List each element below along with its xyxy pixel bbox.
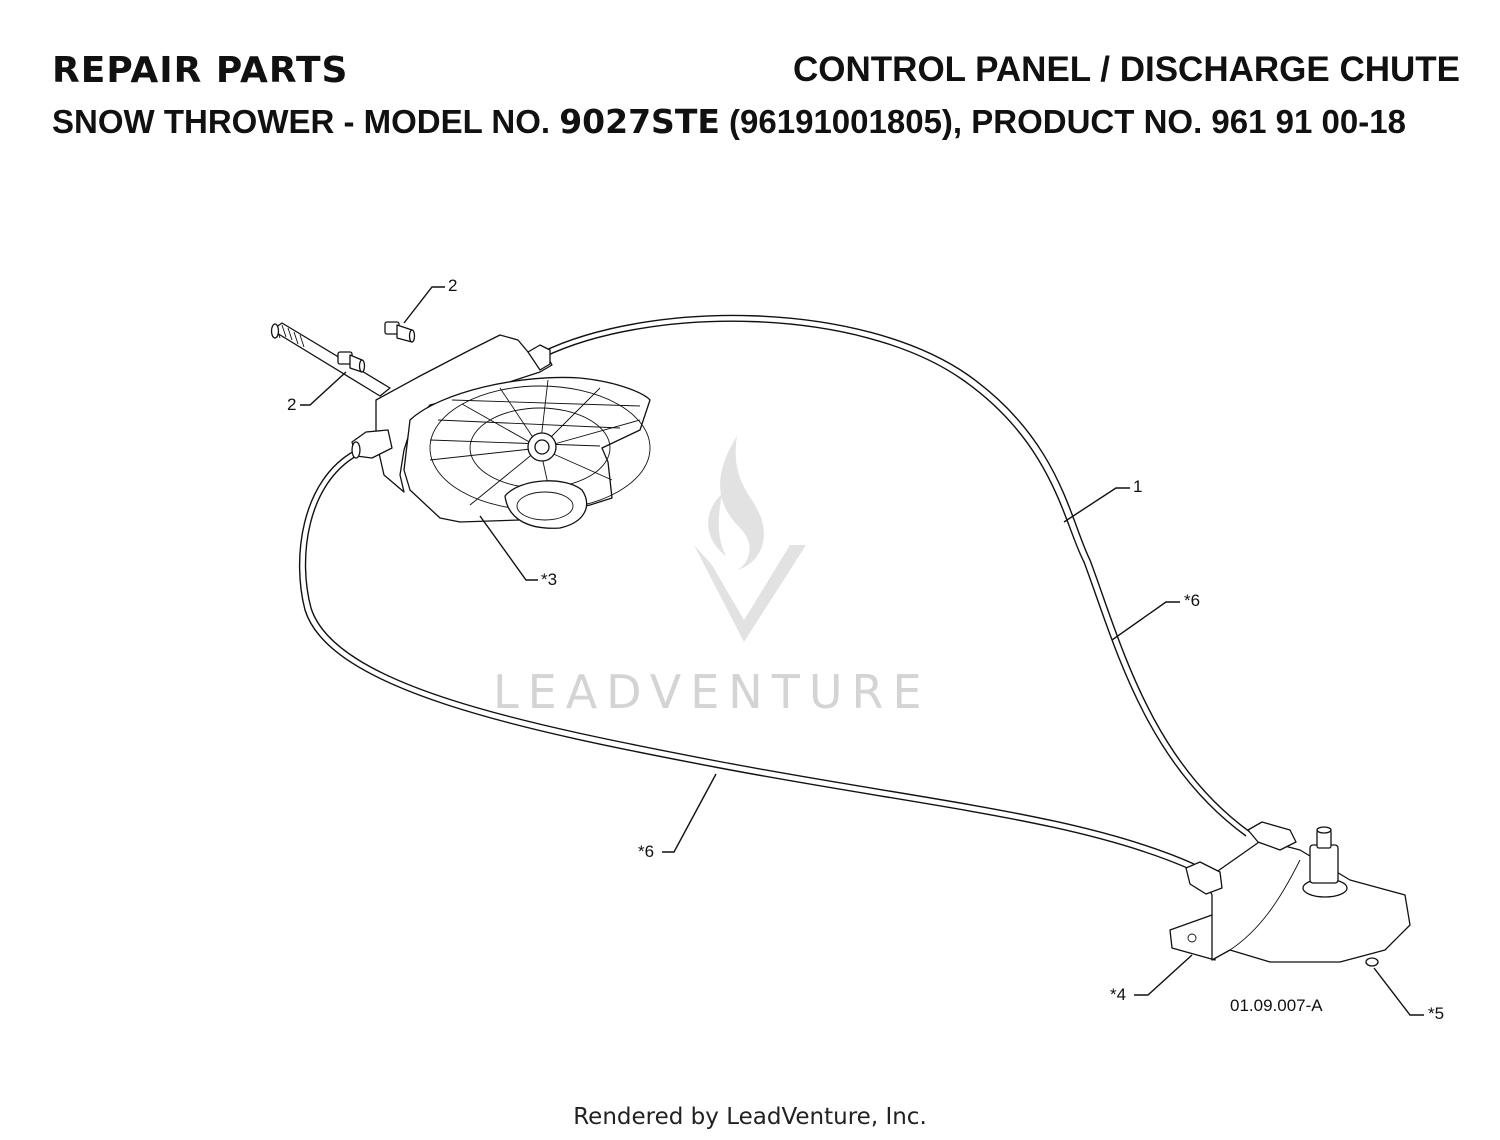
callout-6-left: *6 xyxy=(638,842,654,861)
callout-2-top: 2 xyxy=(448,276,457,295)
cable-1-inner xyxy=(543,320,1247,837)
cable-lower-outer xyxy=(298,449,1193,871)
callout-3: *3 xyxy=(541,570,557,589)
bolt-2-upper xyxy=(384,321,416,343)
exploded-view-drawing: LEADVENTURE xyxy=(270,276,1444,1023)
watermark-text: LEADVENTURE xyxy=(493,665,931,719)
callout-4: *4 xyxy=(1110,985,1126,1004)
flame-logo-icon xyxy=(694,436,806,642)
repair-parts-title: REPAIR PARTS xyxy=(52,50,349,91)
callout-2-left: 2 xyxy=(287,395,296,414)
callout-leaders xyxy=(300,286,1424,1016)
bolt-2-lower xyxy=(337,351,366,373)
chute-base-assembly xyxy=(1169,821,1411,967)
drawing-number: 01.09.007-A xyxy=(1230,996,1323,1015)
callout-1: 1 xyxy=(1133,477,1142,496)
rendered-by-footer: Rendered by LeadVenture, Inc. xyxy=(573,1104,927,1130)
section-title: CONTROL PANEL / DISCHARGE CHUTE xyxy=(793,50,1460,89)
model-subtitle: SNOW THROWER - MODEL NO. 9027STE (961910… xyxy=(52,102,1406,141)
control-panel-bracket xyxy=(351,334,651,529)
model-number: 9027STE xyxy=(559,102,720,141)
subtitle-prefix: SNOW THROWER - MODEL NO. xyxy=(52,103,551,140)
callout-5: *5 xyxy=(1428,1004,1444,1023)
subtitle-suffix: (96191001805), PRODUCT NO. 961 91 00-18 xyxy=(729,103,1406,140)
leadventure-watermark: LEADVENTURE xyxy=(493,436,931,719)
callout-6-right: *6 xyxy=(1184,591,1200,610)
cable-lower-inner xyxy=(304,454,1195,865)
cable-1-outer xyxy=(541,314,1251,833)
